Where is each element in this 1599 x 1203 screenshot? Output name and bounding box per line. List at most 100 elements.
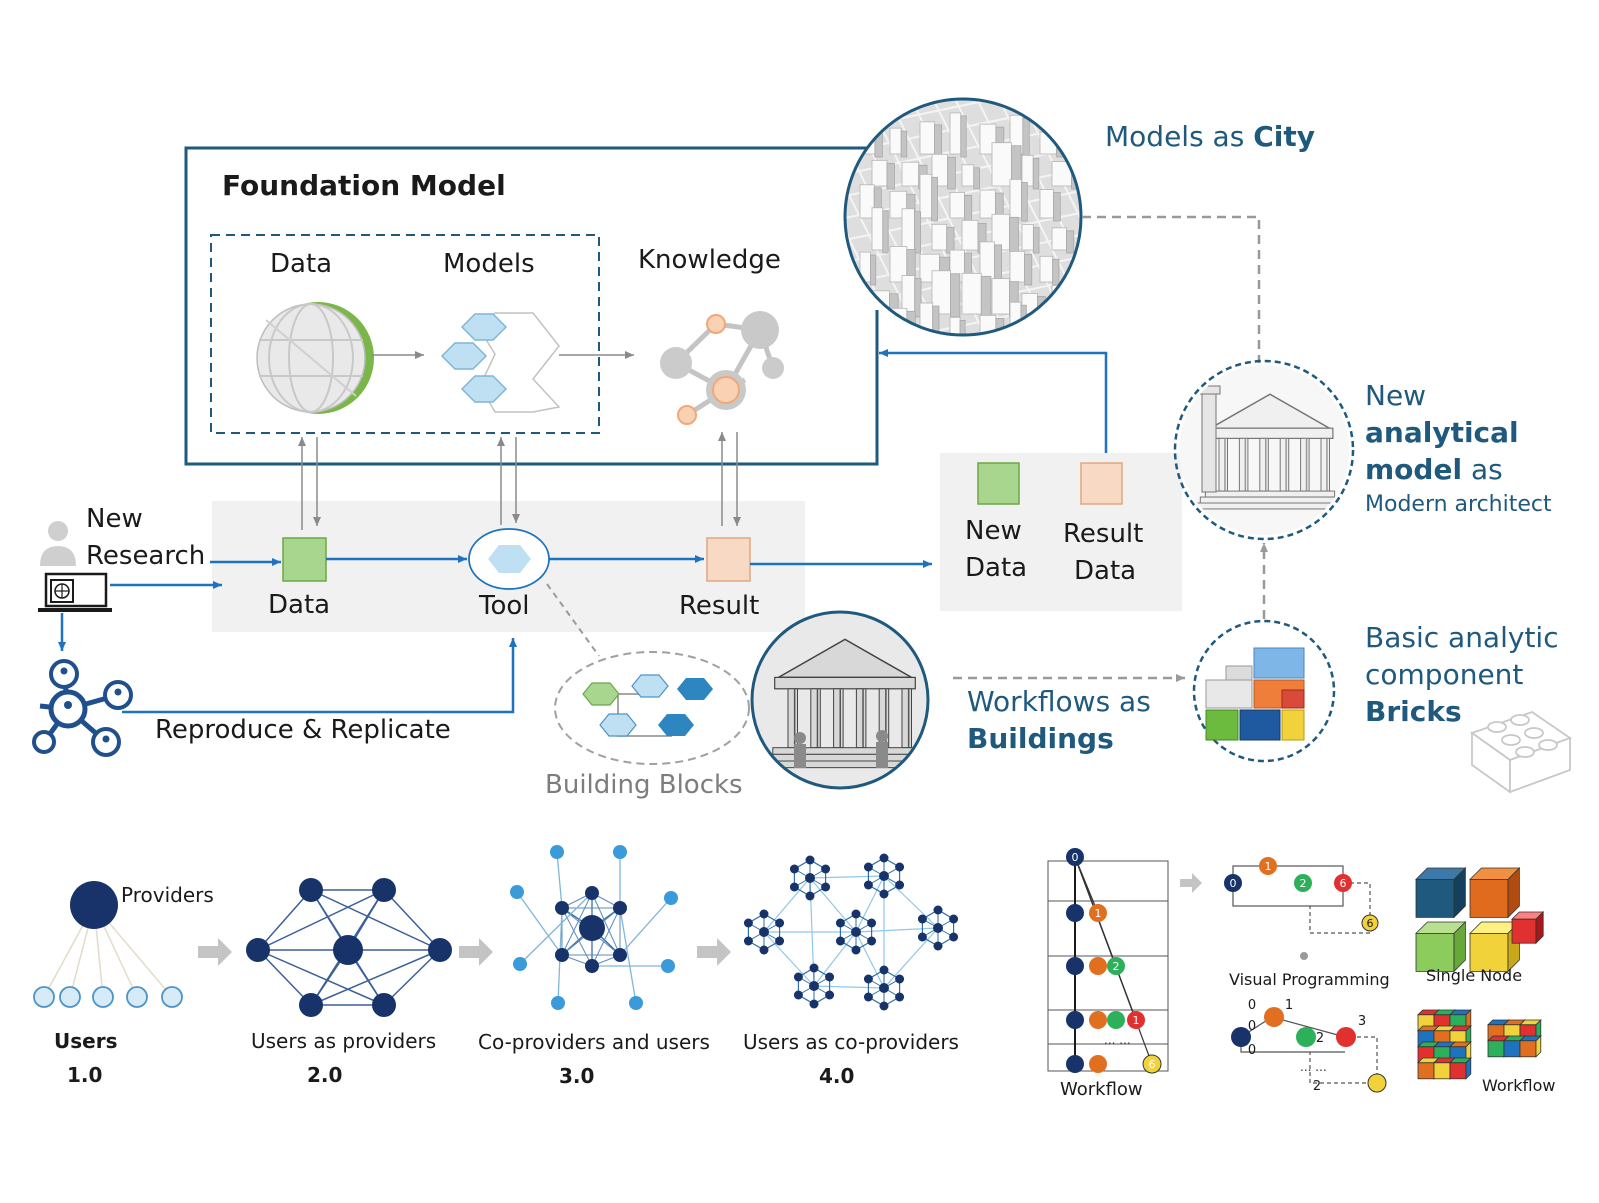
network-node bbox=[759, 927, 769, 937]
orange-cube bbox=[1469, 879, 1509, 918]
network-node bbox=[879, 965, 889, 975]
workflow-node bbox=[1089, 904, 1107, 922]
network-node bbox=[917, 914, 927, 924]
foundation-model-frame bbox=[184, 146, 879, 466]
result-node bbox=[706, 537, 751, 582]
workflow-node bbox=[1089, 1011, 1107, 1029]
workflow-node bbox=[1066, 957, 1084, 975]
network-node bbox=[809, 981, 819, 991]
user-node bbox=[92, 986, 114, 1008]
network-node bbox=[949, 914, 959, 924]
vp-dots: ... ... bbox=[1300, 1060, 1327, 1074]
workflow-cube bbox=[1449, 1062, 1467, 1080]
pipeline-result-label: Result bbox=[679, 591, 760, 621]
network-node bbox=[825, 990, 835, 1000]
stage4-version: 4.0 bbox=[819, 1064, 855, 1088]
vp-edge-label: 1 bbox=[1285, 998, 1293, 1013]
orange-cube bbox=[1507, 867, 1520, 919]
network-node bbox=[513, 957, 527, 971]
network-node bbox=[510, 885, 524, 899]
vp-edge-label: 0 bbox=[1248, 1043, 1256, 1058]
stage2-version: 2.0 bbox=[307, 1063, 343, 1087]
network-node bbox=[895, 992, 905, 1002]
network-node bbox=[867, 918, 877, 928]
network-node bbox=[789, 864, 799, 874]
network-node bbox=[299, 878, 323, 902]
workflow-cube bbox=[1535, 1035, 1542, 1058]
user-node bbox=[161, 986, 183, 1008]
stage1-name: Users bbox=[54, 1029, 118, 1053]
vp-node bbox=[1336, 1027, 1356, 1047]
network-node bbox=[895, 974, 905, 984]
network-node bbox=[863, 974, 873, 984]
workflow-node-label: 2 bbox=[1113, 960, 1120, 973]
workflow-node-label: 6 bbox=[1149, 1058, 1156, 1071]
vp-edge-label: 2 bbox=[1313, 1079, 1321, 1094]
network-node bbox=[372, 878, 396, 902]
network-node bbox=[585, 959, 599, 973]
network-node bbox=[299, 993, 323, 1017]
reproduce-replicate-label: Reproduce & Replicate bbox=[155, 715, 451, 745]
foundation-knowledge-label: Knowledge bbox=[638, 245, 781, 275]
foundation-data-label: Data bbox=[270, 249, 333, 279]
evolution-networks bbox=[33, 845, 959, 1017]
vp-node bbox=[1334, 874, 1352, 892]
network-node bbox=[759, 909, 769, 919]
provider-node bbox=[70, 881, 118, 929]
workflows-label-line1: Workflows as bbox=[967, 685, 1151, 718]
lego-brick-icon bbox=[1470, 711, 1572, 794]
network-node bbox=[805, 891, 815, 901]
network-node bbox=[863, 880, 873, 890]
stage1-version: 1.0 bbox=[67, 1063, 103, 1087]
vp-node bbox=[1231, 1027, 1251, 1047]
network-node bbox=[555, 901, 569, 915]
network-node bbox=[851, 945, 861, 955]
workflow-node-label: 1 bbox=[1133, 1014, 1140, 1027]
network-node bbox=[428, 938, 452, 962]
data-models-dashed-box bbox=[210, 234, 600, 434]
workflow-cube bbox=[1519, 1040, 1537, 1058]
workflows-label-line2: Buildings bbox=[967, 722, 1114, 755]
network-node bbox=[867, 936, 877, 946]
network-node bbox=[743, 918, 753, 928]
network-node bbox=[863, 862, 873, 872]
network-node bbox=[879, 871, 889, 881]
visual-programming-label: Visual Programming bbox=[1229, 970, 1390, 989]
network-node bbox=[809, 963, 819, 973]
bricks-illustration bbox=[1192, 619, 1336, 763]
vp-end-node bbox=[1367, 1073, 1387, 1093]
vp-node-label: 2 bbox=[1300, 877, 1307, 890]
network-node bbox=[809, 999, 819, 1009]
people-network-icon bbox=[32, 659, 133, 757]
analytical-label-line4: Modern architect bbox=[1365, 492, 1552, 517]
result-data-label-line2: Data bbox=[1074, 556, 1137, 586]
stage4-name: Users as co-providers bbox=[743, 1030, 959, 1054]
workflow-cube bbox=[1487, 1040, 1505, 1058]
vp-node-label: 1 bbox=[1265, 860, 1272, 873]
network-node bbox=[246, 938, 270, 962]
network-node bbox=[775, 936, 785, 946]
analytical-label-line1: New bbox=[1365, 379, 1427, 412]
network-node bbox=[933, 923, 943, 933]
workflow-node bbox=[1066, 904, 1084, 922]
new-data-label-line1: New bbox=[965, 516, 1022, 546]
network-node bbox=[895, 862, 905, 872]
single-node-label: Single Node bbox=[1426, 966, 1523, 985]
building-blocks-label: Building Blocks bbox=[545, 770, 743, 800]
foundation-model-title: Foundation Model bbox=[222, 169, 506, 202]
workflow-grid-label: Workflow bbox=[1060, 1079, 1143, 1100]
workflow-node bbox=[1107, 957, 1125, 975]
network-node bbox=[585, 886, 599, 900]
network-hub-node bbox=[579, 915, 605, 941]
knowledge-graph-icon bbox=[660, 311, 784, 425]
workflows-building-illustration bbox=[750, 610, 930, 790]
workflow-dots: ... ... bbox=[1104, 1033, 1131, 1047]
network-node bbox=[821, 864, 831, 874]
network-node bbox=[879, 853, 889, 863]
analytical-label-line3: model as bbox=[1365, 453, 1503, 486]
vp-edge-label: 3 bbox=[1358, 1014, 1366, 1029]
vp-node bbox=[1224, 874, 1242, 892]
network-node bbox=[879, 889, 889, 899]
workflow-node bbox=[1127, 1011, 1145, 1029]
